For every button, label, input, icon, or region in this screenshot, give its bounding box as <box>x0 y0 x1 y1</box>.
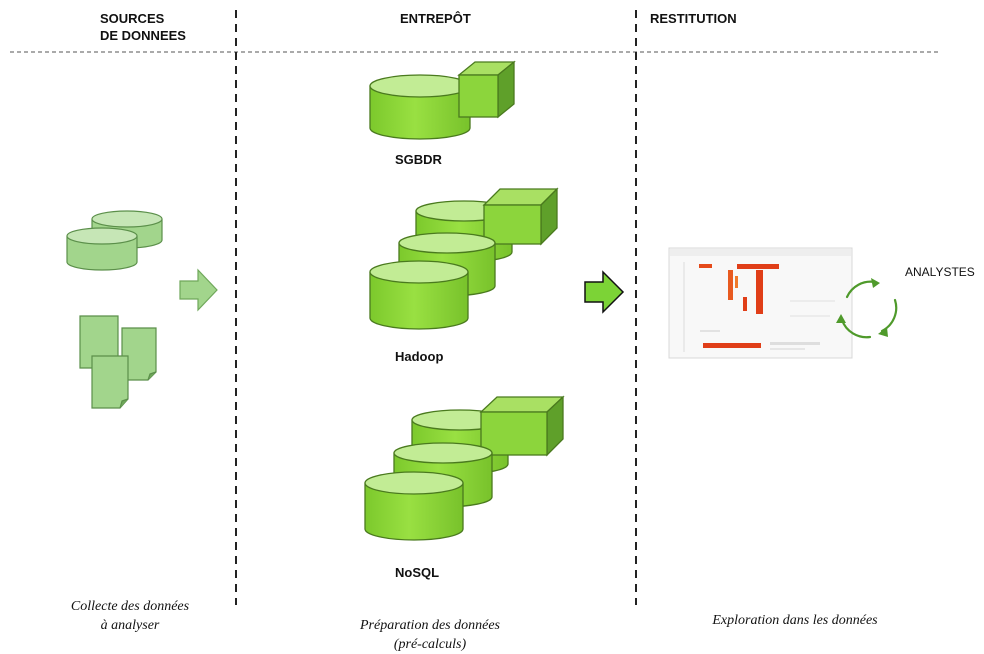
hadoop-icon <box>369 187 559 330</box>
header-entrepot: ENTREPÔT <box>400 11 471 26</box>
caption-entrepot-line1: Préparation des données <box>360 618 500 633</box>
caption-restitution: Exploration dans les données <box>712 613 878 628</box>
sgbdr-icon <box>369 60 516 140</box>
caption-sources-line2: à analyser <box>100 618 160 633</box>
report-screenshot-icon <box>668 247 853 359</box>
store-label-sgbdr: SGBDR <box>395 152 442 167</box>
flow-arrow-to-entrepot <box>179 268 218 312</box>
store-label-nosql: NoSQL <box>395 565 440 580</box>
analysis-cycle-arrowheads <box>836 278 888 337</box>
header-sources-line1: SOURCES <box>100 11 165 26</box>
source-documents-icon <box>79 315 157 409</box>
caption-entrepot: Préparation des données (pré-calculs) <box>320 616 540 654</box>
caption-sources-line1: Collecte des données <box>70 599 190 614</box>
header-sources-line2: DE DONNEES <box>100 28 186 43</box>
header-restitution: RESTITUTION <box>650 11 737 26</box>
caption-sources: Collecte des données à analyser <box>30 597 230 635</box>
source-database-icon <box>66 210 163 271</box>
analysts-label: ANALYSTES <box>905 265 975 279</box>
flow-arrow-to-restitution <box>584 270 625 314</box>
store-label-hadoop: Hadoop <box>395 349 444 364</box>
nosql-icon <box>364 395 565 541</box>
caption-entrepot-line2: (pré-calculs) <box>393 637 467 652</box>
